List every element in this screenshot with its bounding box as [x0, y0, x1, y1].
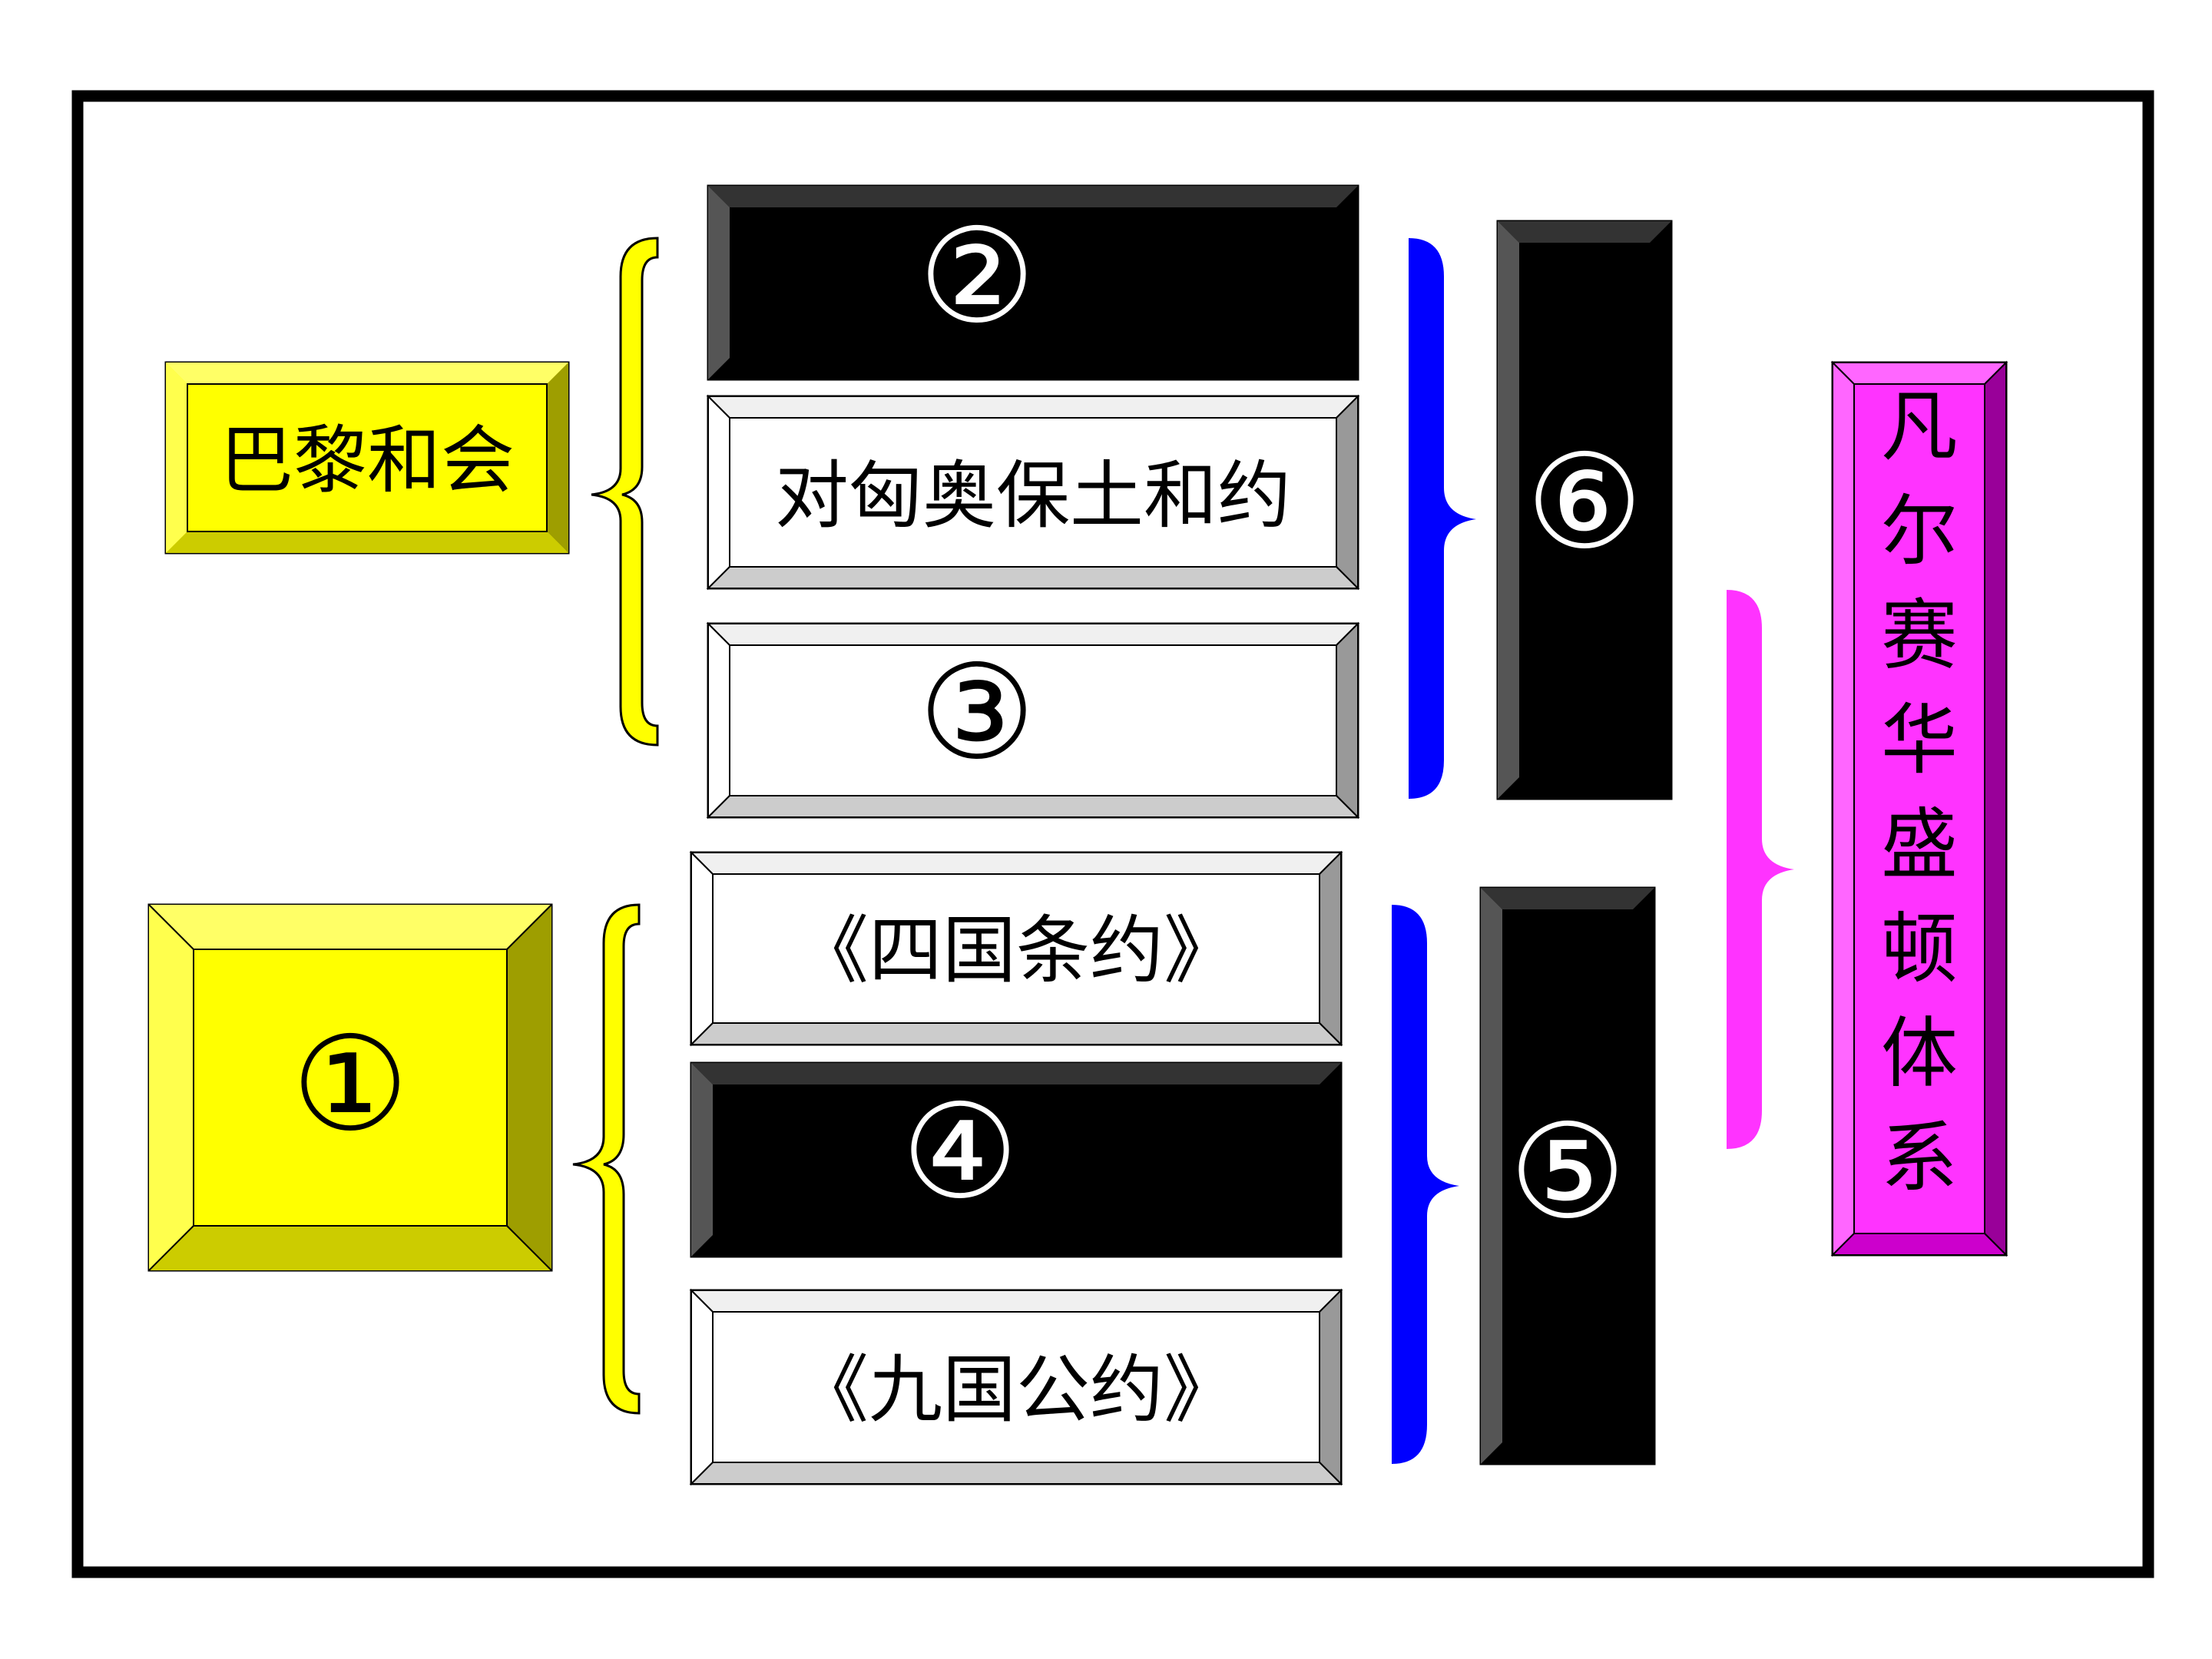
treaty-austria-label: 对匈奥保土和约	[775, 452, 1291, 538]
node-2: ②	[707, 184, 1359, 381]
node-6-label: ⑥	[1526, 426, 1643, 578]
brace-blue-top	[1409, 238, 1476, 799]
versailles-washington-char: 顿	[1881, 904, 1958, 994]
versailles-washington-char: 系	[1881, 1113, 1958, 1203]
nine-power-treaty-label: 《九国公约》	[795, 1346, 1237, 1432]
versailles-washington-char: 尔	[1881, 486, 1958, 576]
node-versailles-washington: 凡尔赛华盛顿体系	[1830, 360, 2008, 1257]
versailles-washington-char: 凡	[1881, 382, 1958, 472]
node-3-label: ③	[919, 637, 1035, 789]
versailles-washington-char: 华	[1881, 695, 1958, 785]
versailles-washington-char: 体	[1881, 1008, 1958, 1098]
node-2-label: ②	[919, 200, 1035, 353]
node-four-power-treaty: 《四国条约》	[689, 850, 1343, 1047]
brace-yellow-bottom	[572, 903, 641, 1415]
brace-yellow-top	[591, 237, 659, 747]
node-paris-conference: 巴黎和会	[164, 361, 570, 555]
node-5: ⑤	[1479, 886, 1656, 1465]
brace-blue-bottom	[1392, 905, 1459, 1464]
node-nine-power-treaty: 《九国公约》	[689, 1288, 1343, 1486]
node-5-label: ⑤	[1509, 1096, 1626, 1248]
node-1: ①	[147, 903, 553, 1272]
brace-magenta	[1727, 590, 1794, 1149]
node-1-label: ①	[292, 1008, 409, 1161]
node-6: ⑥	[1496, 220, 1673, 800]
node-treaty-austria: 对匈奥保土和约	[706, 394, 1360, 591]
paris-conference-label: 巴黎和会	[220, 417, 515, 503]
four-power-treaty-label: 《四国条约》	[795, 907, 1237, 993]
node-3: ③	[706, 621, 1360, 820]
versailles-washington-char: 盛	[1881, 800, 1958, 889]
versailles-washington-label: 凡尔赛华盛顿体系	[1881, 382, 1958, 1203]
node-4-label: ④	[902, 1076, 1018, 1228]
versailles-washington-char: 赛	[1881, 591, 1958, 680]
node-4: ④	[690, 1061, 1343, 1258]
